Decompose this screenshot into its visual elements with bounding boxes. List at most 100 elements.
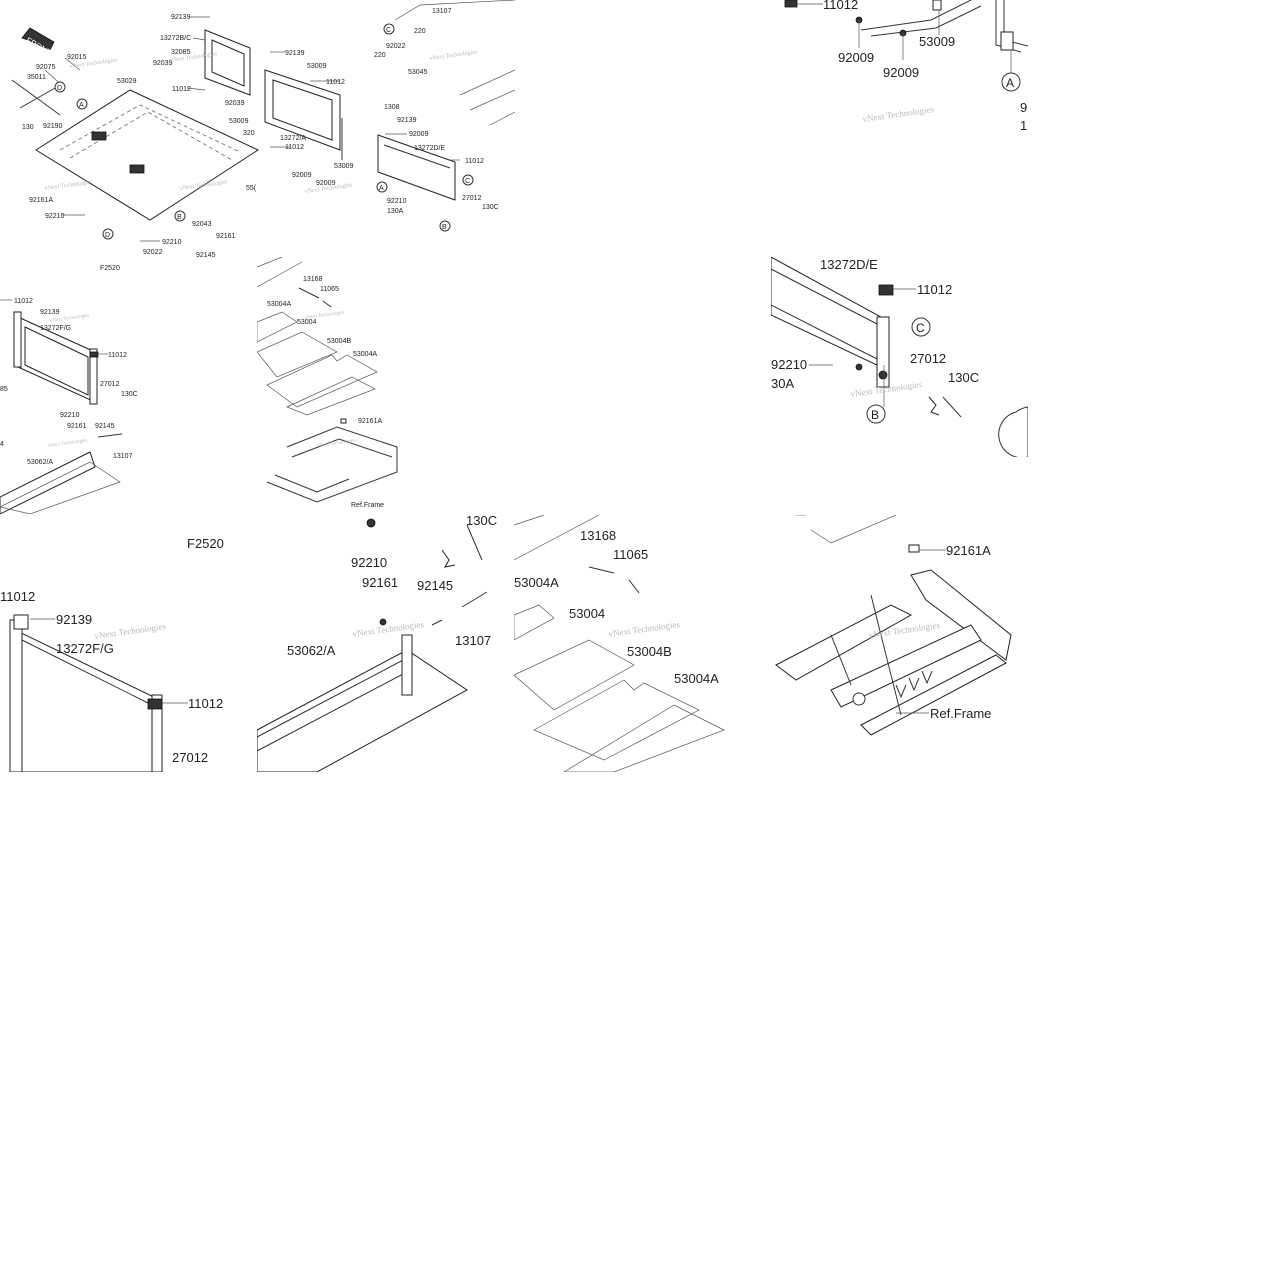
part-label: 27012: [172, 750, 208, 765]
part-label: 53045: [408, 69, 428, 76]
part-label: 92210: [387, 198, 407, 205]
part-label: 13272D/E: [414, 145, 445, 152]
part-label: 11012: [823, 0, 858, 12]
watermark: vNext Technologies: [317, 438, 357, 449]
zoom-side-gate: 11012 92139 13272F/G 11012 27012 130C 85…: [0, 257, 257, 514]
part-label: 92015: [67, 54, 87, 61]
part-label: 92039: [225, 100, 245, 107]
part-label: 92022: [386, 43, 406, 50]
callout-a-2: A: [379, 185, 384, 192]
part-label: 92009: [883, 65, 919, 80]
part-label: 220: [374, 52, 386, 59]
part-label: 53004A: [353, 351, 377, 358]
zoom-mats-detail: 13168 11065 53004A 53004 53004B 53004A v…: [514, 515, 771, 772]
part-label: 92009: [316, 180, 336, 187]
callout-c-2: C: [386, 27, 391, 34]
part-label: 92139: [171, 14, 191, 21]
part-label: 53004: [297, 319, 317, 326]
callout-c: C: [465, 178, 470, 185]
part-label: 92161A: [358, 418, 382, 425]
part-label: 30A: [771, 376, 794, 391]
part-label: 53004B: [627, 644, 672, 659]
watermark: vNext Technologies: [94, 621, 167, 641]
figure-code-area: F2520: [100, 265, 140, 279]
part-label: 53029: [117, 78, 137, 85]
part-label: 92139: [397, 117, 417, 124]
part-label: 130C: [482, 204, 499, 211]
part-label: 92009: [292, 172, 312, 179]
part-label: 53004A: [674, 671, 719, 686]
part-label: 92210: [351, 555, 387, 570]
part-label: 53009: [307, 63, 327, 70]
part-label: 53004A: [514, 575, 559, 590]
watermark: vNext Technologies: [862, 104, 935, 124]
part-label: 53009: [229, 118, 249, 125]
part-label: 92161: [362, 575, 398, 590]
part-label: 92009: [838, 50, 874, 65]
part-label: 130: [22, 124, 34, 131]
callout-c: C: [916, 321, 925, 335]
part-label: 13272F/G: [56, 641, 114, 656]
part-label: 92009: [409, 131, 429, 138]
watermark: vNext Technologies: [44, 179, 93, 192]
zoom-gate-panel: F2520 11012 92139 13272F/G 11012 27012 v…: [0, 515, 257, 772]
cargo-bed-floor: [35, 89, 260, 221]
part-label: 92161: [67, 423, 87, 430]
part-label: 11012: [0, 589, 35, 604]
bed-label-plate: [91, 131, 107, 141]
part-label: 11012: [172, 86, 191, 93]
zoom-floor-mats: 13168 11065 53004A 53004 53004B 53004A 9…: [257, 257, 407, 514]
ref-frame-label: Ref.Frame: [351, 502, 384, 509]
part-label: 35011: [27, 74, 46, 81]
part-label: 11012: [14, 298, 33, 305]
zoom-gate-latch: B C 13272D/E 11012 27012 130C 92210 30A …: [771, 257, 1028, 457]
part-label: 13272/A: [280, 135, 306, 142]
zoom-tailgate: 130C 92210 92161 92145 13107 53062/A vNe…: [257, 515, 514, 772]
part-label: 92075: [36, 64, 56, 71]
part-label: 13168: [303, 276, 323, 283]
part-label: 11012: [285, 144, 304, 151]
part-label: 13272D/E: [820, 257, 878, 272]
part-label: 13272B/C: [160, 35, 191, 42]
callout-b: B: [871, 408, 879, 422]
part-label: 11012: [108, 352, 127, 359]
part-label: 92039: [153, 60, 173, 67]
part-label: 27012: [910, 351, 946, 366]
part-label: 92139: [285, 50, 305, 57]
part-label: 130A: [387, 208, 404, 215]
callout-d: D: [57, 85, 62, 92]
watermark: vNext Technologies: [48, 438, 88, 449]
part-label: 92161A: [946, 543, 991, 558]
part-label: 53004: [569, 606, 605, 621]
watermark: vNext Technologies: [429, 49, 478, 62]
part-label: 220: [414, 28, 426, 35]
figure-code: F2520: [187, 536, 224, 551]
callout-b: B: [177, 214, 182, 221]
zoom-frame: 92161A Ref.Frame vNext Technologies: [771, 515, 1028, 772]
part-label: 13168: [580, 528, 616, 543]
watermark: vNext Technologies: [305, 310, 345, 321]
part-label: 92190: [43, 123, 63, 130]
part-label: 92210: [45, 213, 65, 220]
part-label: 27012: [100, 381, 120, 388]
part-label: 92145: [95, 423, 115, 430]
part-label: 53009: [334, 163, 354, 170]
part-label: 53009: [919, 34, 955, 49]
part-label: 13107: [455, 633, 491, 648]
callout-a: A: [1006, 76, 1014, 90]
part-label: 53062/A: [27, 459, 53, 466]
callout-d-2: D: [105, 232, 110, 239]
part-label: 53004A: [267, 301, 291, 308]
part-label: 92139: [40, 309, 60, 316]
ref-frame-label: Ref.Frame: [930, 706, 991, 721]
part-label: 4: [0, 441, 4, 448]
zoom-top-right: 11012 92009 92009 53009 A 9 1 vNext Tech…: [771, 0, 1028, 150]
watermark: vNext Technologies: [50, 313, 90, 324]
part-label: 11012: [326, 79, 345, 86]
part-label: 11012: [465, 158, 484, 165]
part-label: 53062/A: [287, 643, 336, 658]
part-label: 11012: [917, 282, 952, 297]
watermark: vNext Technologies: [352, 619, 425, 639]
part-label: 92210: [60, 412, 80, 419]
part-label: 55(: [246, 185, 257, 192]
